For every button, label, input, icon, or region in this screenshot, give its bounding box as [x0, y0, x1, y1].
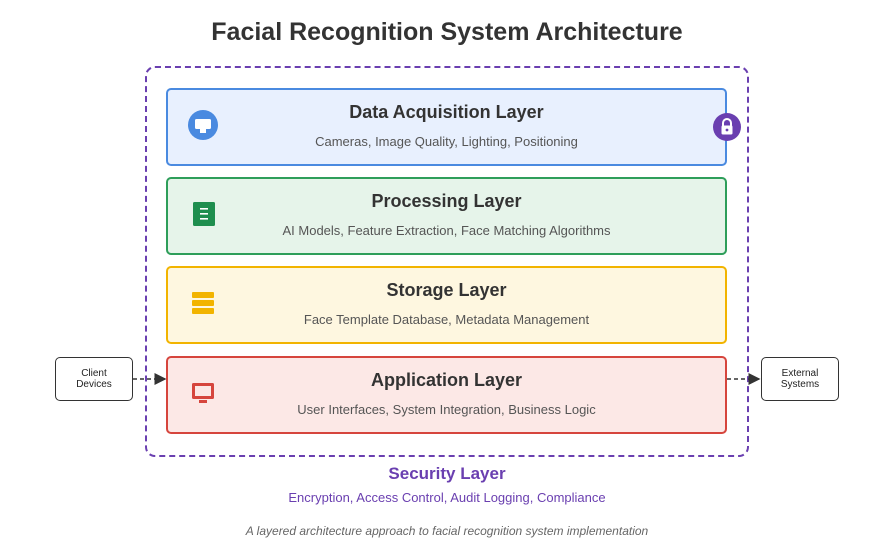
monitor-icon — [192, 383, 214, 403]
layer-processing: Processing Layer AI Models, Feature Extr… — [166, 177, 727, 255]
layer-description: Face Template Database, Metadata Managem… — [303, 312, 590, 327]
diagram-title: Facial Recognition System Architecture — [211, 18, 683, 46]
document-icon — [193, 202, 215, 226]
layer-storage: Storage Layer Face Template Database, Me… — [166, 266, 727, 344]
security-boundary — [145, 66, 749, 457]
layer-description: User Interfaces, System Integration, Bus… — [297, 402, 596, 417]
layer-application: Application Layer User Interfaces, Syste… — [166, 356, 727, 434]
client-label-line2: Devices — [76, 379, 112, 390]
diagram-caption: A layered architecture approach to facia… — [245, 524, 649, 538]
client-label-line1: Client — [81, 368, 107, 379]
external-label-line2: Systems — [780, 379, 820, 390]
camera-icon — [188, 110, 218, 140]
layer-title: Data Acquisition Layer — [349, 102, 544, 122]
security-layer-title: Security Layer — [388, 464, 506, 483]
external-label-line1: External — [781, 368, 819, 379]
layer-title: Processing Layer — [371, 191, 522, 211]
security-layer-description: Encryption, Access Control, Audit Loggin… — [288, 490, 606, 505]
layer-title: Storage Layer — [386, 280, 507, 300]
lock-icon — [713, 113, 741, 141]
layer-title: Application Layer — [370, 370, 523, 390]
client-devices-box: Client Devices — [55, 357, 133, 401]
external-systems-box: External Systems — [761, 357, 839, 401]
layer-data-acquisition: Data Acquisition Layer Cameras, Image Qu… — [166, 88, 727, 166]
database-icon — [192, 292, 214, 314]
layer-description: AI Models, Feature Extraction, Face Matc… — [282, 223, 611, 238]
layer-description: Cameras, Image Quality, Lighting, Positi… — [315, 134, 578, 149]
